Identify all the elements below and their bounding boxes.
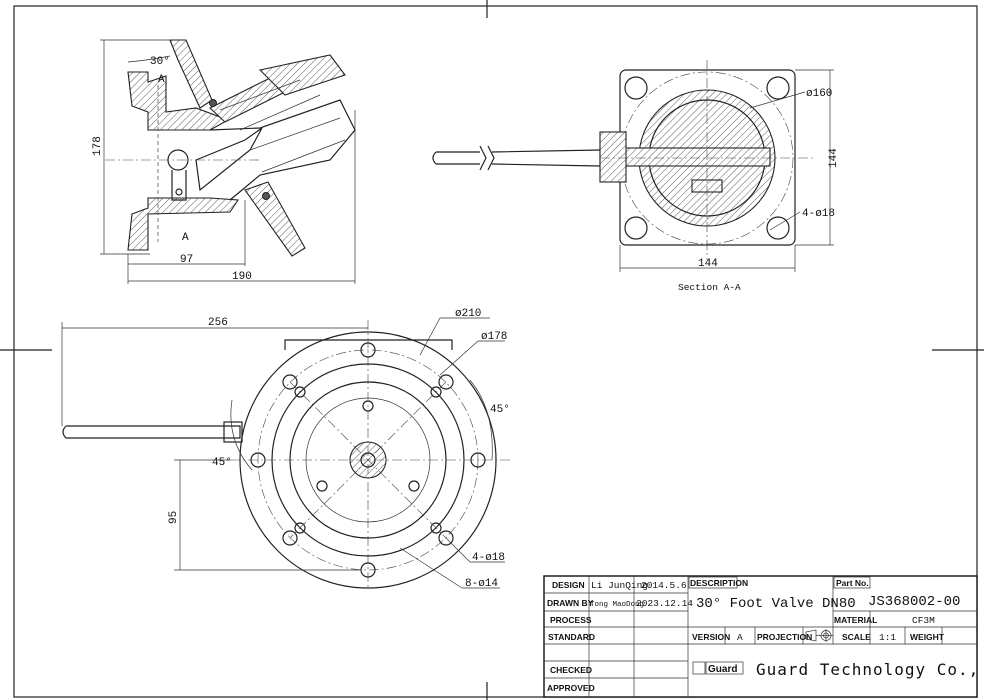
dim-210: ø210: [455, 308, 481, 320]
design-name: Li JunQing: [591, 580, 648, 591]
section-view: 144 144 ø160 4-ø18 Section A-A: [432, 60, 840, 293]
material-label: MATERIAL: [834, 615, 877, 625]
checked-label: CHECKED: [550, 665, 592, 675]
approved-label: APPROVED: [547, 683, 595, 693]
side-view: A A 178 97 190 30°: [92, 39, 356, 284]
dim-angle-45-left: 45°: [212, 457, 232, 469]
projection-symbol-icon: [805, 629, 833, 642]
material-value: CF3M: [912, 615, 935, 626]
title-block: DESIGN Li JunQing 2014.5.6 DRAWN BY Tong…: [543, 575, 984, 698]
dim-angle-45-right: 45°: [490, 404, 510, 416]
front-view: 256 ø210 ø178 45° 45° 95 4-ø18 8-ø14: [61, 308, 510, 590]
section-mark-top: A: [158, 74, 165, 86]
dim-95: 95: [168, 511, 180, 524]
logo-text: Guard: [708, 664, 737, 675]
dim-190: 190: [232, 271, 252, 283]
dim-8-14: 8-ø14: [465, 578, 498, 590]
weight-label: WEIGHT: [910, 632, 945, 642]
dim-height-144: 144: [828, 148, 840, 168]
description-value: 30° Foot Valve DN80: [696, 596, 856, 612]
design-date: 2014.5.6: [641, 580, 687, 591]
part-no-label: Part No.: [836, 578, 869, 588]
company-logo: Guard: [692, 661, 744, 675]
process-label: PROCESS: [550, 615, 592, 625]
dim-angle-30: 30°: [150, 56, 170, 68]
dim-bolts-4-18: 4-ø18: [802, 208, 835, 220]
drawn-by-label: DRAWN BY: [547, 598, 594, 608]
projection-label: PROJECTION: [757, 632, 812, 642]
description-label: DESCRIPTION: [690, 578, 748, 588]
dim-bore-160: ø160: [806, 88, 832, 100]
company-name: Guard Technology Co., Ltd: [756, 660, 984, 679]
part-no-value: JS368002-00: [868, 594, 960, 610]
section-label: Section A-A: [678, 282, 741, 293]
design-label: DESIGN: [552, 580, 585, 590]
dim-97: 97: [180, 254, 193, 266]
dim-4-18: 4-ø18: [472, 552, 505, 564]
version-value: A: [737, 632, 743, 643]
dim-width-144: 144: [698, 258, 718, 270]
drawn-by-name: Tong MaoDong: [590, 601, 644, 609]
scale-value: 1:1: [879, 632, 896, 643]
version-label: VERSION: [692, 632, 730, 642]
scale-label: SCALE: [842, 632, 871, 642]
section-mark-bottom: A: [182, 232, 189, 244]
dim-256: 256: [208, 317, 228, 329]
drawn-by-date: 2023.12.14: [636, 598, 693, 609]
dim-178: ø178: [481, 331, 507, 343]
standard-label: STANDARD: [548, 632, 595, 642]
dim-height-178: 178: [92, 136, 104, 156]
